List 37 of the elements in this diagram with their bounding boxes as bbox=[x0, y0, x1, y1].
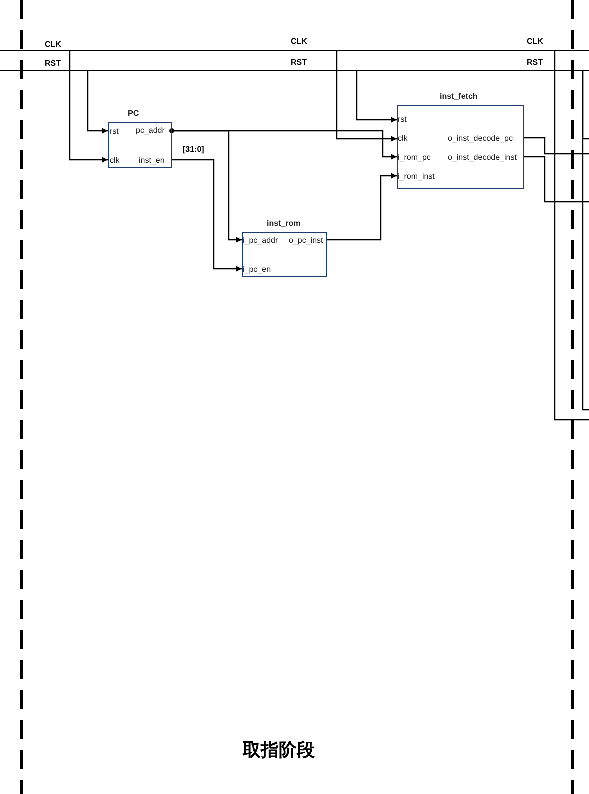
arrow bbox=[172, 130, 397, 160]
arrow bbox=[327, 173, 397, 241]
arrow bbox=[172, 159, 242, 272]
port-label: i_pc_en bbox=[243, 265, 272, 275]
port-label: i_pc_addr bbox=[243, 236, 278, 246]
reset-bus-line bbox=[0, 70, 589, 72]
port-label: inst_en bbox=[139, 156, 165, 166]
port-label: pc_addr bbox=[136, 126, 165, 136]
arrow bbox=[336, 51, 397, 142]
signal-label: CLK bbox=[291, 37, 308, 46]
port-label: clk bbox=[398, 134, 408, 144]
signal-label: RST bbox=[527, 58, 543, 67]
arrow bbox=[69, 51, 108, 163]
arrow bbox=[87, 71, 108, 134]
port-label: o_pc_inst bbox=[289, 236, 324, 246]
port-label: o_inst_decode_pc bbox=[448, 134, 513, 144]
port-label: clk bbox=[110, 156, 120, 166]
wire bbox=[524, 137, 589, 155]
signal-label: RST bbox=[45, 59, 61, 68]
arrow bbox=[356, 71, 397, 123]
signal-label: CLK bbox=[527, 37, 544, 46]
port-label: rst bbox=[110, 127, 119, 137]
stage-title: 取指阶段 bbox=[243, 739, 315, 762]
module-title: inst_fetch bbox=[440, 92, 478, 102]
clock-bus-line bbox=[0, 50, 589, 52]
port-label: rst bbox=[398, 115, 407, 125]
module-title: PC bbox=[128, 109, 140, 119]
signal-label: RST bbox=[291, 58, 307, 67]
wire bbox=[582, 71, 589, 140]
wire bbox=[524, 156, 589, 203]
port-label: i_rom_pc bbox=[398, 153, 431, 163]
module-title: inst_rom bbox=[267, 219, 301, 229]
signal-label: CLK bbox=[45, 40, 62, 49]
bus-width-label: [31:0] bbox=[183, 145, 204, 154]
port-label: i_rom_inst bbox=[398, 172, 435, 182]
wire bbox=[554, 51, 589, 421]
port-label: o_inst_decode_inst bbox=[448, 153, 517, 163]
